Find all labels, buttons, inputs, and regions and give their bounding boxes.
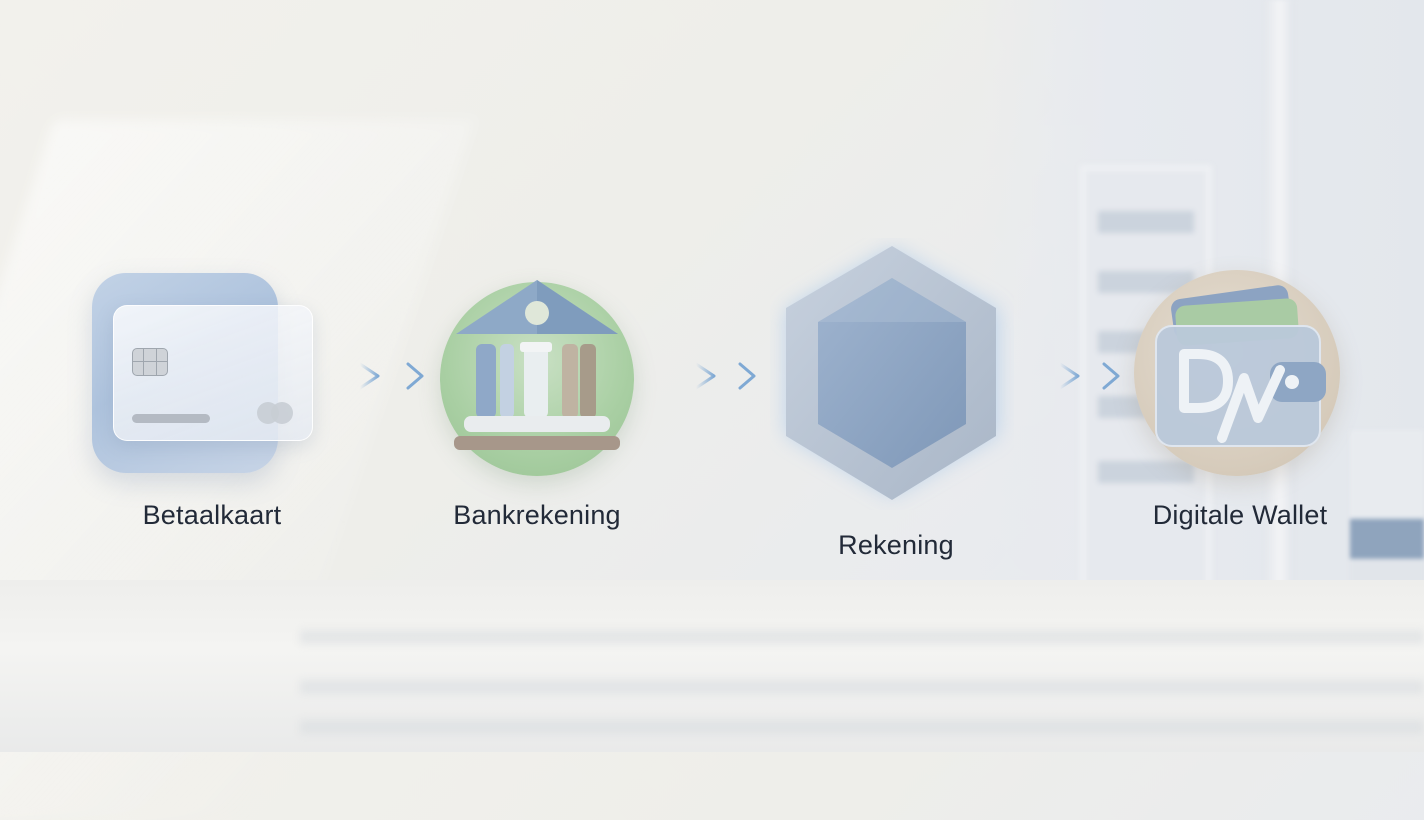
step-label: Digitale Wallet	[1152, 500, 1328, 530]
hexagon-icon	[786, 246, 998, 500]
bank-icon	[454, 280, 620, 450]
background-cabinet	[1350, 430, 1424, 590]
card-brand-icon	[257, 402, 297, 424]
arrow-right-icon	[1020, 362, 1120, 390]
card-chip-icon	[132, 348, 168, 376]
arrow-right-icon	[326, 362, 424, 390]
card-number-bar	[132, 414, 210, 423]
wallet-icon	[1155, 285, 1326, 447]
card-face	[113, 305, 313, 441]
step-label: Bankrekening	[453, 500, 621, 530]
step-label: Rekening	[838, 530, 954, 560]
arrow-right-icon	[656, 362, 756, 390]
background-floor	[0, 580, 1424, 752]
step-label: Betaalkaart	[142, 500, 282, 530]
